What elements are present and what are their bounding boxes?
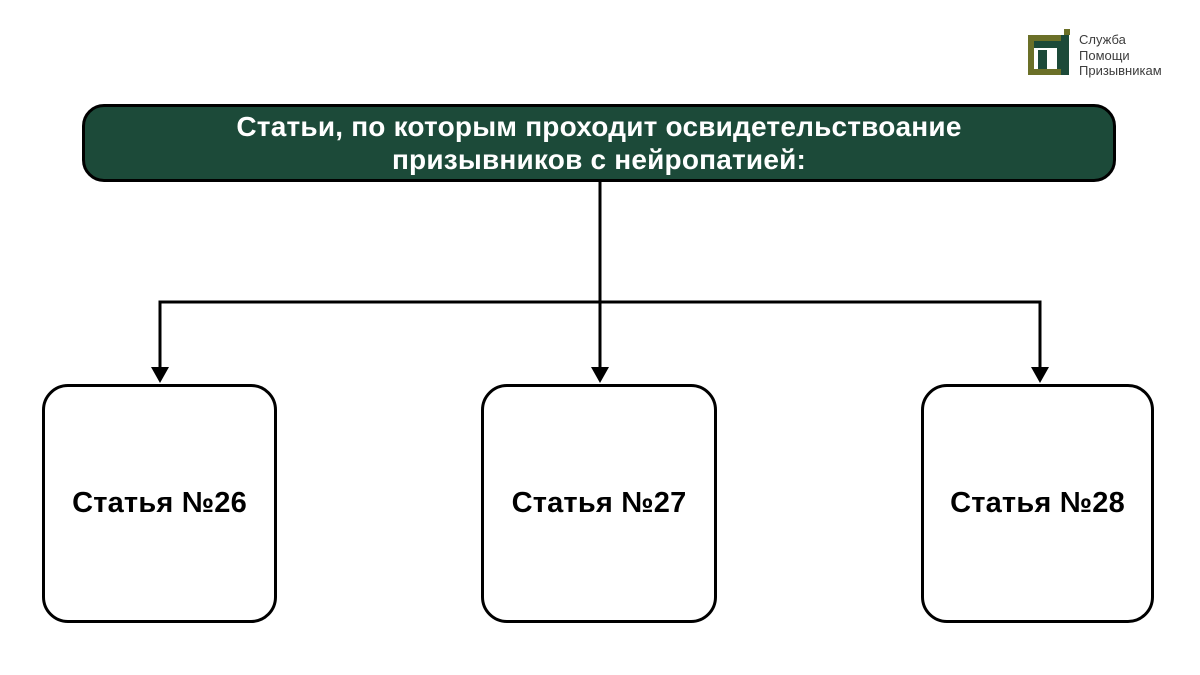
service-logo-icon — [1028, 29, 1070, 75]
logo-text-line: Призывникам — [1079, 63, 1162, 78]
node-label: Статья №28 — [950, 487, 1125, 519]
header-title-line-2: призывников с нейропатией: — [391, 144, 807, 175]
logo-text-line: Помощи — [1079, 47, 1130, 63]
node-article-26: Статья №26 — [42, 384, 277, 623]
node-label: Статья №27 — [511, 487, 687, 519]
node-article-28: Статья №28 — [921, 384, 1154, 623]
header-title-line-1: Статьи, по которым проходит освидетельст… — [236, 111, 962, 142]
logo: Служба Помощи Призывникам — [1028, 29, 1162, 79]
node-label: Статья №26 — [72, 487, 247, 519]
logo-text-line: Служба — [1079, 32, 1126, 47]
logo-text: Служба Помощи Призывникам — [1079, 29, 1162, 79]
header-title-box: Статьи, по которым проходит освидетельст… — [82, 104, 1116, 182]
node-article-27: Статья №27 — [481, 384, 717, 623]
